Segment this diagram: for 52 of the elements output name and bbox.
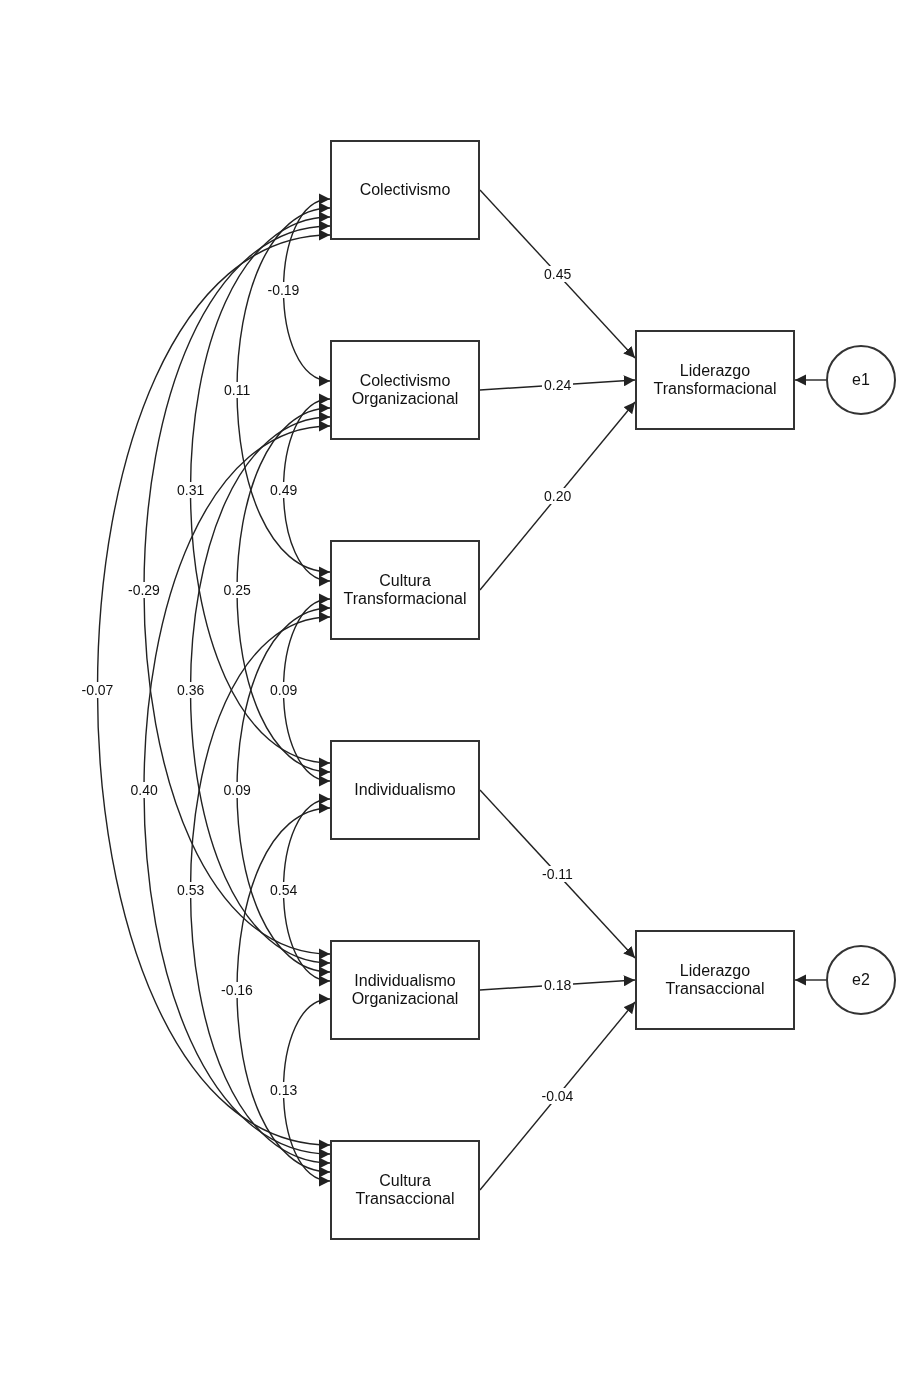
- edge-label: 0.18: [542, 977, 574, 993]
- path-arrow: [479, 401, 636, 591]
- correlation-arrow: [143, 223, 331, 957]
- edge-label: 0.09: [221, 782, 253, 798]
- edge-label: 0.49: [268, 482, 300, 498]
- edge-label: -0.07: [79, 682, 116, 698]
- correlation-arrow: [189, 414, 331, 966]
- correlation-arrow: [282, 396, 331, 584]
- correlation-arrow: [143, 423, 331, 1157]
- edge-label: 0.20: [542, 488, 574, 504]
- correlation-arrow: [236, 405, 331, 775]
- correlation-arrow: [236, 605, 331, 975]
- correlation-arrow: [189, 614, 331, 1166]
- arrow: [794, 974, 827, 986]
- variable-box: Cultura Transformacional: [330, 540, 480, 640]
- variable-box: Colectivismo Organizacional: [330, 340, 480, 440]
- edge-label: 0.24: [542, 377, 574, 393]
- edge-label: -0.19: [265, 282, 302, 298]
- variable-box: Colectivismo: [330, 140, 480, 240]
- edge-label: -0.04: [539, 1088, 576, 1104]
- edge-label: 0.13: [268, 1082, 300, 1098]
- variable-box: Cultura Transaccional: [330, 1140, 480, 1240]
- edge-label: 0.09: [268, 682, 300, 698]
- correlation-arrow: [189, 214, 331, 766]
- error-circle: e2: [826, 945, 896, 1015]
- edge-label: -0.16: [219, 982, 255, 998]
- error-circle: e1: [826, 345, 896, 415]
- edge-label: 0.25: [221, 582, 253, 598]
- edge-label: -0.29: [126, 582, 162, 598]
- correlation-arrow: [236, 805, 331, 1175]
- variable-box: Liderazgo Transformacional: [635, 330, 795, 430]
- edge-label: 0.31: [175, 482, 207, 498]
- variable-box: Individualismo: [330, 740, 480, 840]
- correlation-arrow: [96, 232, 331, 1148]
- path-arrow: [479, 789, 636, 959]
- edge-label: 0.54: [268, 882, 300, 898]
- edge-label: 0.36: [175, 682, 207, 698]
- arrow: [794, 374, 827, 386]
- edge-label: -0.11: [540, 866, 575, 882]
- variable-box: Liderazgo Transaccional: [635, 930, 795, 1030]
- correlation-arrow: [282, 196, 331, 384]
- path-arrow: [479, 189, 636, 359]
- correlation-arrow: [282, 596, 331, 784]
- correlation-arrow: [282, 996, 331, 1184]
- edge-label: 0.53: [175, 882, 207, 898]
- correlation-arrow: [282, 796, 331, 984]
- correlation-arrow: [236, 205, 331, 575]
- variable-box: Individualismo Organizacional: [330, 940, 480, 1040]
- edge-label: 0.40: [128, 782, 160, 798]
- path-arrow: [479, 1001, 636, 1191]
- edge-label: 0.11: [222, 382, 253, 398]
- edge-label: 0.45: [542, 266, 574, 282]
